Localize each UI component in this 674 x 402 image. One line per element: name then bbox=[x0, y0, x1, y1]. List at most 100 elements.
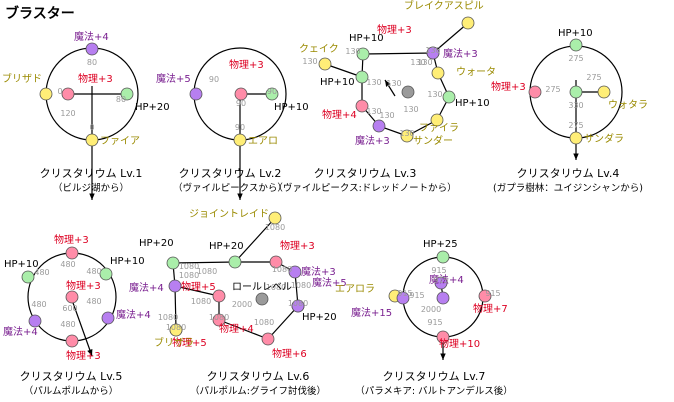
node-cost: 480 bbox=[34, 268, 49, 277]
node-gray bbox=[401, 85, 415, 99]
node-pink bbox=[65, 246, 79, 260]
node-label: HP+10 bbox=[455, 98, 490, 109]
diagram-subcaption: （ビルジ湖から） bbox=[53, 182, 129, 194]
node-pink bbox=[436, 330, 450, 344]
node-yellow bbox=[318, 57, 332, 71]
node-yellow bbox=[39, 87, 53, 101]
diagram-caption: クリスタリウム Lv.7 bbox=[383, 370, 486, 383]
node-yellow bbox=[400, 129, 414, 143]
node-purple bbox=[436, 291, 450, 305]
role-level-label: ロールレベル bbox=[232, 281, 292, 293]
node-purple bbox=[434, 276, 448, 290]
node-cost: 130 bbox=[386, 79, 401, 88]
node-label: ウォタラ bbox=[608, 99, 648, 111]
node-cost: 90 bbox=[235, 123, 245, 132]
node-label: エアロ bbox=[248, 136, 278, 147]
node-label: 魔法+3 bbox=[355, 134, 390, 147]
crystarium-lv4 bbox=[528, 38, 611, 145]
node-cost: 1080 bbox=[288, 299, 308, 308]
crystarium-lv7 bbox=[388, 250, 492, 344]
node-pink bbox=[355, 99, 369, 113]
diagram-subcaption: （パルポルム:グライフ討伐後） bbox=[190, 385, 326, 397]
node-label: ファイア bbox=[100, 136, 140, 147]
node-green bbox=[166, 256, 180, 270]
node-label: 魔法+5 bbox=[312, 276, 347, 289]
node-purple bbox=[426, 46, 440, 60]
arrow-head bbox=[237, 193, 243, 200]
node-green bbox=[21, 270, 35, 284]
node-cost: 90 bbox=[209, 75, 219, 84]
node-cost: 130 bbox=[366, 107, 381, 116]
crystarium-lv1 bbox=[39, 42, 134, 147]
node-green bbox=[355, 70, 369, 84]
node-label: サンダラ bbox=[584, 132, 624, 145]
arrow-head bbox=[87, 349, 93, 356]
node-label: HP+10 bbox=[274, 102, 309, 113]
node-green bbox=[442, 90, 456, 104]
crystarium-lv3 bbox=[318, 16, 475, 143]
diagram-subcaption: （パルムポルムから） bbox=[24, 385, 119, 397]
node-link bbox=[324, 63, 363, 78]
node-pink bbox=[65, 334, 79, 348]
node-cost: 275 bbox=[586, 73, 601, 82]
node-cost: 2000 bbox=[232, 300, 252, 309]
node-label: 魔法+3 bbox=[443, 47, 478, 60]
node-label: HP+25 bbox=[423, 239, 458, 250]
node-green bbox=[120, 87, 134, 101]
node-label: 物理+5 bbox=[181, 280, 216, 293]
crystarium-lv2 bbox=[189, 87, 279, 147]
node-purple bbox=[28, 314, 42, 328]
node-cost: 130 bbox=[366, 78, 381, 87]
node-cost: 0 bbox=[89, 123, 94, 132]
node-pink bbox=[61, 87, 75, 101]
node-label: ブレイクアスピル bbox=[404, 0, 484, 12]
node-label: 物理+4 bbox=[219, 322, 254, 335]
node-cost: 1080 bbox=[197, 267, 217, 276]
node-yellow bbox=[597, 85, 611, 99]
node-cost: 915 bbox=[433, 276, 448, 285]
node-cost: 0 bbox=[57, 87, 62, 96]
node-yellow bbox=[233, 133, 247, 147]
diagram-caption: クリスタリウム Lv.3 bbox=[314, 167, 417, 180]
node-cost: 130 bbox=[302, 57, 317, 66]
node-label: HP+10 bbox=[349, 33, 384, 44]
node-cost: 1080 bbox=[266, 283, 286, 292]
node-cost: 330 bbox=[568, 101, 583, 110]
node-cost: 915 bbox=[485, 289, 500, 298]
node-label: ウォータ bbox=[456, 66, 496, 78]
node-pink bbox=[528, 85, 542, 99]
node-label: サンダー bbox=[413, 134, 453, 147]
node-label: 物理+3 bbox=[78, 72, 113, 85]
node-purple bbox=[85, 42, 99, 56]
diagram-caption: クリスタリウム Lv.1 bbox=[40, 167, 143, 180]
node-green bbox=[228, 255, 242, 269]
node-cost: 480 bbox=[60, 260, 75, 269]
node-label: 物理+3 bbox=[54, 233, 89, 246]
node-link bbox=[174, 285, 220, 297]
node-cost: 1080 bbox=[191, 297, 211, 306]
node-label: HP+10 bbox=[110, 256, 145, 267]
node-label: ジョイントレイド bbox=[189, 209, 269, 220]
diagram-subcaption: （ヴァイルピークス:ドレッドノートから） bbox=[273, 182, 456, 194]
crystarium-lv6 bbox=[166, 211, 305, 346]
diagram-subcaption: （ヴァイルピークスから） bbox=[173, 182, 287, 194]
node-yellow bbox=[268, 211, 282, 225]
node-purple bbox=[291, 299, 305, 313]
node-cost: 80 bbox=[116, 95, 126, 104]
node-pink bbox=[212, 289, 226, 303]
diagram-caption: クリスタリウム Lv.5 bbox=[20, 370, 123, 383]
node-label: 物理+3 bbox=[491, 80, 526, 93]
node-cost: 130 bbox=[417, 58, 432, 67]
node-link bbox=[362, 52, 434, 55]
node-label: 魔法+15 bbox=[351, 306, 392, 319]
node-green bbox=[436, 250, 450, 264]
node-label: 魔法+4 bbox=[116, 308, 151, 321]
node-cost: 1080 bbox=[272, 265, 292, 274]
node-green bbox=[356, 47, 370, 61]
node-yellow bbox=[569, 131, 583, 145]
node-yellow bbox=[461, 16, 475, 30]
node-yellow bbox=[431, 66, 445, 80]
diagram-caption: クリスタリウム Lv.4 bbox=[517, 167, 620, 180]
node-purple bbox=[372, 119, 386, 133]
node-label: HP+20 bbox=[209, 241, 244, 252]
